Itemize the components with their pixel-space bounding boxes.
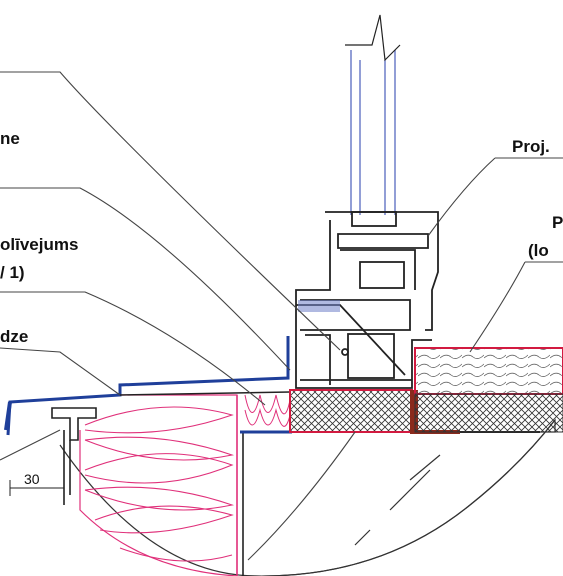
sill-insulation-wool — [244, 394, 291, 427]
sill-lower-line — [119, 391, 291, 396]
wall-hatch-line — [389, 469, 431, 511]
callout-label-fragment: olīvejums — [0, 235, 78, 254]
sealant-joint — [410, 390, 418, 432]
leader-lines — [0, 71, 563, 561]
thermal-insulation-loops — [84, 406, 235, 562]
callout-label-fragment: dze — [0, 327, 28, 346]
sill-drip-edge — [4, 401, 12, 431]
wall-hatch-line — [409, 454, 441, 481]
dimension-30: 30 — [9, 471, 65, 496]
callout-label-fragment: P — [552, 213, 563, 232]
interior-sill-board — [414, 347, 563, 395]
callout-label-fragment: / 1) — [0, 263, 25, 282]
window-sealing-tape — [289, 389, 413, 433]
glazing-break-line — [345, 14, 401, 62]
thermal-insulation-outline — [79, 394, 238, 576]
dimension-value: 30 — [24, 471, 40, 487]
wall-concrete-area — [242, 418, 556, 576]
callout-label-fragment: Proj. — [512, 137, 550, 156]
callout-label-fragment: ne — [0, 129, 20, 148]
callout-label-fragment: (lo — [528, 241, 549, 260]
sill-support-profile — [51, 407, 97, 505]
frame-gasket — [298, 300, 340, 312]
interior-sill-base — [414, 393, 563, 433]
glazing-unit — [350, 50, 396, 215]
wall-hatch-line — [354, 529, 371, 546]
